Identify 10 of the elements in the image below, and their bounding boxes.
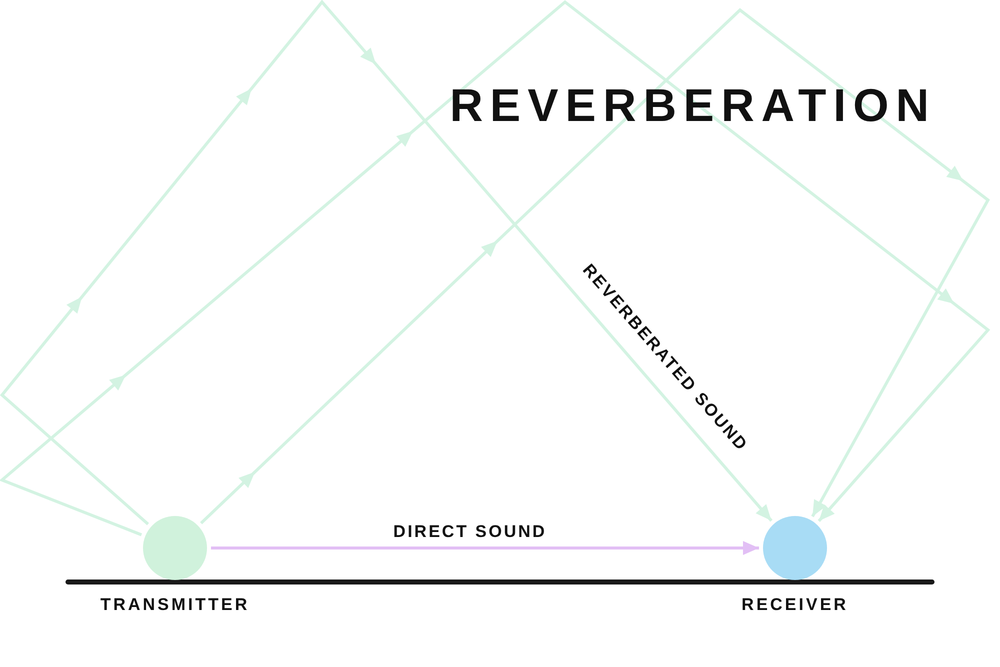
reflected-sound-arrow: [0, 0, 773, 526]
device-caption: RECEIVER: [742, 595, 848, 615]
reflected-sound-arrow: [0, 0, 990, 536]
title: REVERBERATION: [450, 78, 936, 132]
edge-label: DIRECT SOUND: [393, 522, 547, 542]
reflected-sound-arrow: [200, 8, 990, 524]
transmitter-circle: [143, 516, 207, 580]
receiver-circle: [763, 516, 827, 580]
direct-sound-arrow: [211, 541, 759, 555]
device-caption: TRANSMITTER: [100, 595, 250, 615]
